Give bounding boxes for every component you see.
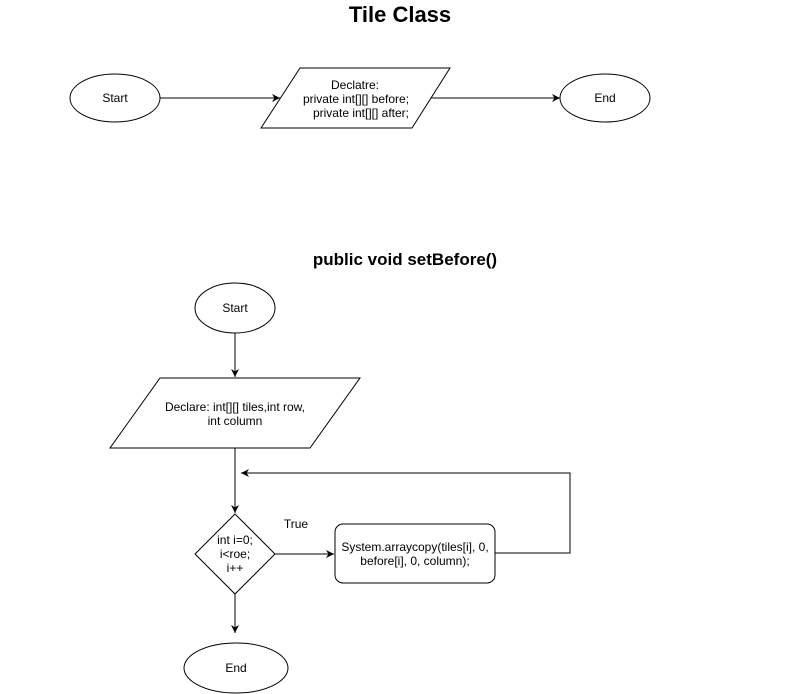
true-edge-label: True	[284, 517, 309, 531]
process-line-2: before[i], 0, column);	[360, 554, 469, 568]
loop-line-1: int i=0;	[217, 533, 253, 547]
declare-line-2: private int[][] before;	[303, 92, 409, 106]
edge-process-loopback	[241, 469, 571, 554]
start-node-label: Start	[222, 301, 248, 315]
declare-node-set-before[interactable]: Declare: int[][] tiles,int row, int colu…	[109, 377, 361, 449]
end-node-label: End	[225, 661, 246, 675]
loop-line-3: i++	[227, 561, 244, 575]
diagram-title-tile-class: Tile Class	[349, 2, 451, 27]
declare-line-1: Declare: int[][] tiles,int row,	[165, 400, 305, 414]
diagram-title-set-before: public void setBefore()	[313, 250, 497, 269]
start-node-set-before[interactable]: Start	[194, 282, 276, 334]
start-node-tile-class[interactable]: Start	[69, 73, 161, 123]
end-node-set-before[interactable]: End	[183, 642, 289, 694]
end-node-label: End	[594, 91, 615, 105]
loop-decision-node[interactable]: int i=0; i<roe; i++	[194, 513, 276, 595]
start-node-label: Start	[102, 91, 128, 105]
arraycopy-process-node[interactable]: System.arraycopy(tiles[i], 0, before[i],…	[334, 523, 496, 584]
declare-line-3: private int[][] after;	[313, 106, 409, 120]
loop-line-2: i<roe;	[220, 547, 250, 561]
end-node-tile-class[interactable]: End	[559, 73, 651, 123]
declare-line-2: int column	[208, 414, 263, 428]
declare-node-tile-class[interactable]: Declatre: private int[][] before; privat…	[260, 67, 451, 129]
declare-line-1: Declatre:	[331, 78, 379, 92]
process-line-1: System.arraycopy(tiles[i], 0,	[341, 540, 488, 554]
